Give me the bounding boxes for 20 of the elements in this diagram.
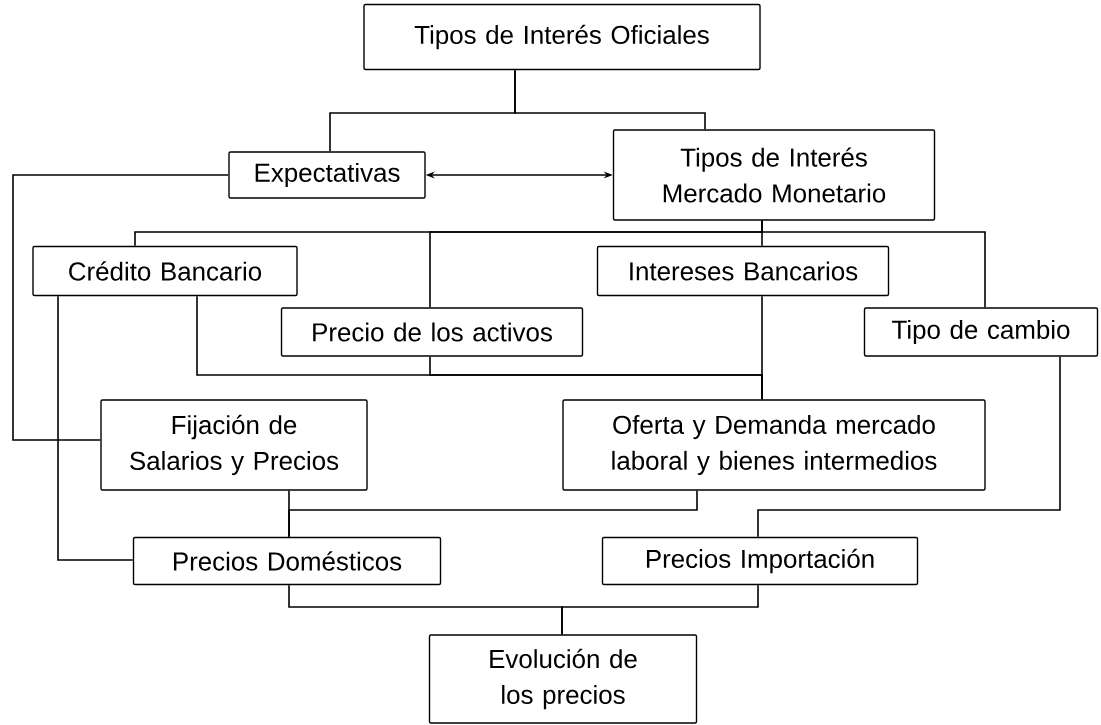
- connector-line: [757, 355, 1061, 538]
- connector-line: [561, 584, 759, 636]
- connector-line: [761, 219, 986, 309]
- text-box: Oferta y Demanda mercado laboral y bienes intermedios: [562, 399, 986, 491]
- text-box: Fijación de Salarios y Precios: [100, 399, 368, 491]
- connector-line: [288, 489, 698, 538]
- text-box: Expectativas: [228, 151, 426, 199]
- text-box: Tipos de Interés Mercado Monetario: [612, 129, 936, 221]
- connector-line: [57, 295, 134, 561]
- connector-line: [514, 69, 706, 131]
- text-box: Tipos de Interés Oficiales: [363, 3, 761, 71]
- text-box: Crédito Bancario: [32, 245, 298, 297]
- connector-line: [761, 295, 763, 401]
- text-box: Precios Importación: [601, 536, 919, 586]
- text-box: Intereses Bancarios: [596, 245, 890, 297]
- text-box: Precios Domésticos: [132, 536, 442, 586]
- text-box: Evolución de los precios: [428, 634, 698, 724]
- text-box: Precio de los activos: [280, 307, 584, 357]
- text-box: Tipo de cambio: [863, 307, 1099, 357]
- connector-line: [12, 174, 230, 441]
